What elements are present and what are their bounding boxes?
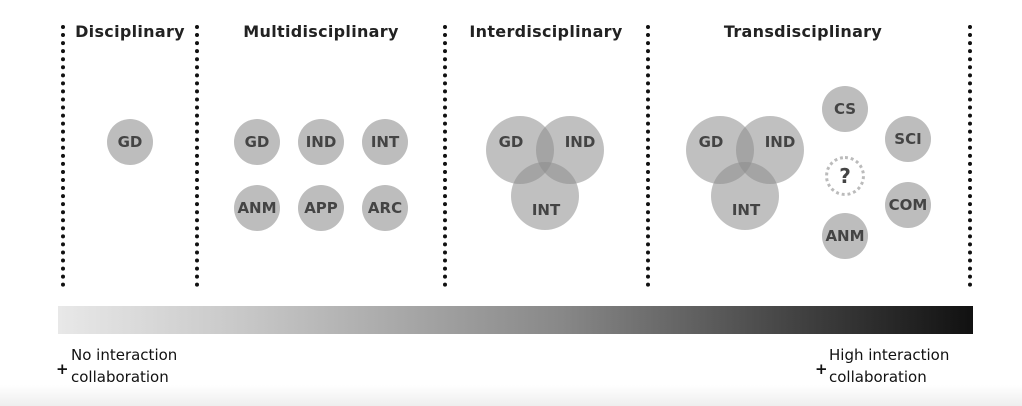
divider xyxy=(61,25,65,287)
discipline-circle xyxy=(362,119,408,165)
scale-right-label: High interaction collaboration xyxy=(829,344,949,388)
discipline-circle xyxy=(822,213,868,259)
question-mark-icon: ? xyxy=(839,164,851,188)
scale-left-line2: collaboration xyxy=(71,368,169,386)
divider xyxy=(968,25,972,287)
discipline-label: INT xyxy=(370,133,400,151)
discipline-circle xyxy=(362,185,408,231)
venn-circle xyxy=(711,162,779,230)
title-disciplinary: Disciplinary xyxy=(75,22,185,41)
discipline-circle xyxy=(234,119,280,165)
divider xyxy=(646,25,650,287)
interaction-gradient-bar xyxy=(58,306,973,334)
unknown-dotted-circle xyxy=(825,156,865,196)
discipline-label: ARC xyxy=(367,199,403,217)
venn-label: IND xyxy=(564,133,596,151)
venn-label: GD xyxy=(698,133,724,151)
venn-label: INT xyxy=(731,201,761,219)
discipline-circle xyxy=(298,185,344,231)
scale-right-line1: High interaction xyxy=(829,346,950,364)
divider xyxy=(443,25,447,287)
scale-right-line2: collaboration xyxy=(829,368,927,386)
discipline-circle xyxy=(234,185,280,231)
discipline-circle xyxy=(885,116,931,162)
title-multidisciplinary: Multidisciplinary xyxy=(243,22,399,41)
discipline-label: GD xyxy=(117,133,143,151)
title-interdisciplinary: Interdisciplinary xyxy=(469,22,623,41)
discipline-circle xyxy=(298,119,344,165)
venn-label: INT xyxy=(531,201,561,219)
plus-icon: + xyxy=(56,360,69,378)
discipline-label: ANM xyxy=(825,227,865,245)
discipline-label: SCI xyxy=(894,130,922,148)
discipline-label: COM xyxy=(888,196,928,214)
discipline-label: GD xyxy=(244,133,270,151)
discipline-label: IND xyxy=(305,133,337,151)
scale-left-line1: No interaction xyxy=(71,346,178,364)
venn-circle xyxy=(511,162,579,230)
plus-icon: + xyxy=(815,360,828,378)
discipline-circle xyxy=(822,86,868,132)
discipline-label: ANM xyxy=(237,199,277,217)
venn-label: GD xyxy=(498,133,524,151)
discipline-label: APP xyxy=(304,199,338,217)
discipline-circle xyxy=(107,119,153,165)
title-transdisciplinary: Transdisciplinary xyxy=(723,22,883,41)
discipline-circle xyxy=(885,182,931,228)
divider xyxy=(195,25,199,287)
venn-label: IND xyxy=(764,133,796,151)
scale-left-label: No interaction collaboration xyxy=(71,344,177,388)
discipline-label: CS xyxy=(833,100,857,118)
